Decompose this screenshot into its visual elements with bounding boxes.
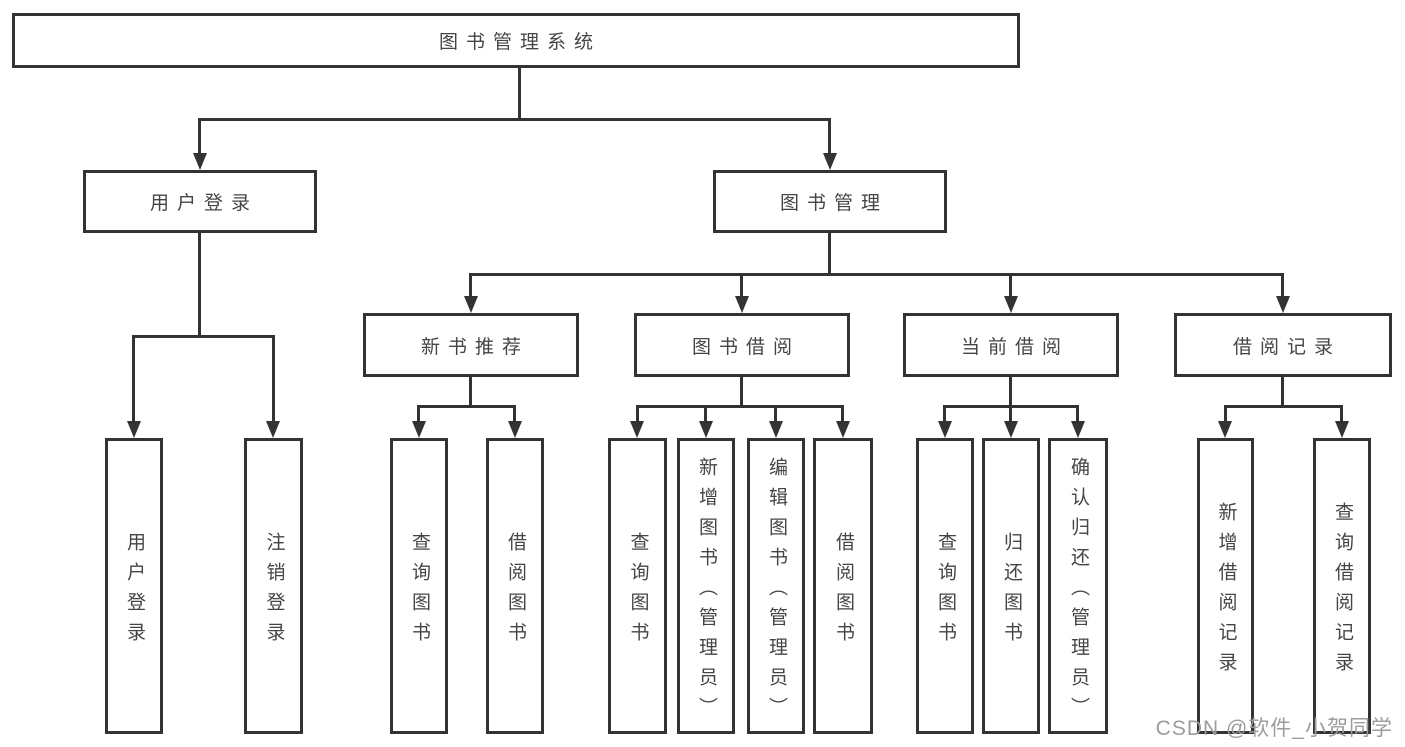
node-label: 归还图书 — [1000, 531, 1022, 652]
node-leaf-logout: 注销登录 — [244, 438, 303, 734]
node-label: 查询图书 — [408, 531, 430, 652]
connector-line — [1224, 405, 1227, 423]
connector-line — [828, 233, 831, 276]
connector-line — [1281, 273, 1284, 298]
connector-line — [636, 405, 639, 423]
connector-line — [198, 118, 201, 155]
node-label: 借阅图书 — [832, 531, 854, 652]
node-label: 注销登录 — [263, 531, 285, 652]
arrowhead-down — [266, 421, 280, 438]
node-label: 新书推荐 — [420, 336, 529, 358]
arrowhead-down — [1004, 421, 1018, 438]
connector-line — [198, 233, 201, 338]
node-leaf-user-login: 用户登录 — [105, 438, 163, 734]
connector-line — [272, 335, 275, 423]
arrowhead-down — [1276, 296, 1290, 313]
connector-line — [1009, 405, 1012, 423]
node-label: 查询图书 — [934, 531, 956, 652]
node-user-login: 用户登录 — [83, 170, 317, 233]
connector-line — [740, 377, 743, 408]
node-label: 借阅记录 — [1232, 336, 1341, 358]
connector-line — [943, 405, 946, 423]
connector-line — [469, 273, 1284, 276]
node-label: 当前借阅 — [960, 336, 1069, 358]
connector-line — [828, 118, 831, 155]
node-root: 图书管理系统 — [12, 13, 1020, 68]
arrowhead-down — [735, 296, 749, 313]
arrowhead-down — [823, 153, 837, 170]
node-label: 确认归还（管理员） — [1067, 456, 1089, 727]
node-new-book-recommend: 新书推荐 — [363, 313, 579, 377]
connector-line — [518, 68, 521, 121]
arrowhead-down — [938, 421, 952, 438]
connector-line — [132, 335, 135, 423]
connector-line — [513, 405, 516, 423]
arrowhead-down — [836, 421, 850, 438]
node-leaf-edit-book-admin: 编辑图书（管理员） — [747, 438, 805, 734]
node-leaf-borrow-books-recommend: 借阅图书 — [486, 438, 544, 734]
node-leaf-add-book-admin: 新增图书（管理员） — [677, 438, 735, 734]
watermark-text: CSDN @软件_小贺同学 — [1155, 717, 1393, 740]
arrowhead-down — [464, 296, 478, 313]
connector-line — [417, 405, 516, 408]
connector-line — [740, 273, 743, 298]
connector-line — [774, 405, 777, 423]
node-leaf-borrow-books: 借阅图书 — [813, 438, 873, 734]
node-label: 用户登录 — [123, 531, 145, 652]
node-label: 新增借阅记录 — [1215, 501, 1237, 682]
node-label: 编辑图书（管理员） — [765, 456, 787, 727]
arrowhead-down — [630, 421, 644, 438]
node-borrowing-records: 借阅记录 — [1174, 313, 1392, 377]
arrowhead-down — [699, 421, 713, 438]
connector-line — [469, 273, 472, 298]
connector-line — [198, 118, 831, 121]
arrowhead-down — [412, 421, 426, 438]
node-book-borrowing: 图书借阅 — [634, 313, 850, 377]
connector-line — [1009, 377, 1012, 408]
connector-line — [636, 405, 844, 408]
node-label: 查询借阅记录 — [1331, 501, 1353, 682]
node-label: 查询图书 — [627, 531, 649, 652]
arrowhead-down — [127, 421, 141, 438]
connector-line — [417, 405, 420, 423]
node-current-borrowing: 当前借阅 — [903, 313, 1119, 377]
node-root-label: 图书管理系统 — [438, 32, 601, 53]
connector-line — [132, 335, 274, 338]
node-label: 图书管理 — [779, 193, 888, 214]
connector-line — [704, 405, 707, 423]
connector-line — [1281, 377, 1284, 408]
node-label: 借阅图书 — [504, 531, 526, 652]
node-label: 用户登录 — [149, 193, 258, 214]
arrowhead-down — [193, 153, 207, 170]
node-book-management: 图书管理 — [713, 170, 947, 233]
node-leaf-query-borrow-record: 查询借阅记录 — [1313, 438, 1371, 734]
arrowhead-down — [508, 421, 522, 438]
node-leaf-query-books-borrow: 查询图书 — [608, 438, 667, 734]
arrowhead-down — [1335, 421, 1349, 438]
connector-line — [1340, 405, 1343, 423]
node-leaf-confirm-return-admin: 确认归还（管理员） — [1048, 438, 1108, 734]
connector-line — [1009, 273, 1012, 298]
arrowhead-down — [1004, 296, 1018, 313]
connector-line — [1076, 405, 1079, 423]
connector-line — [1224, 405, 1343, 408]
node-leaf-return-book: 归还图书 — [982, 438, 1040, 734]
node-leaf-query-books-current: 查询图书 — [916, 438, 974, 734]
node-leaf-add-borrow-record: 新增借阅记录 — [1197, 438, 1254, 734]
arrowhead-down — [1218, 421, 1232, 438]
node-leaf-query-books-recommend: 查询图书 — [390, 438, 448, 734]
arrowhead-down — [769, 421, 783, 438]
node-label: 新增图书（管理员） — [695, 456, 717, 727]
arrowhead-down — [1071, 421, 1085, 438]
connector-line — [841, 405, 844, 423]
connector-line — [469, 377, 472, 408]
node-label: 图书借阅 — [691, 336, 800, 358]
